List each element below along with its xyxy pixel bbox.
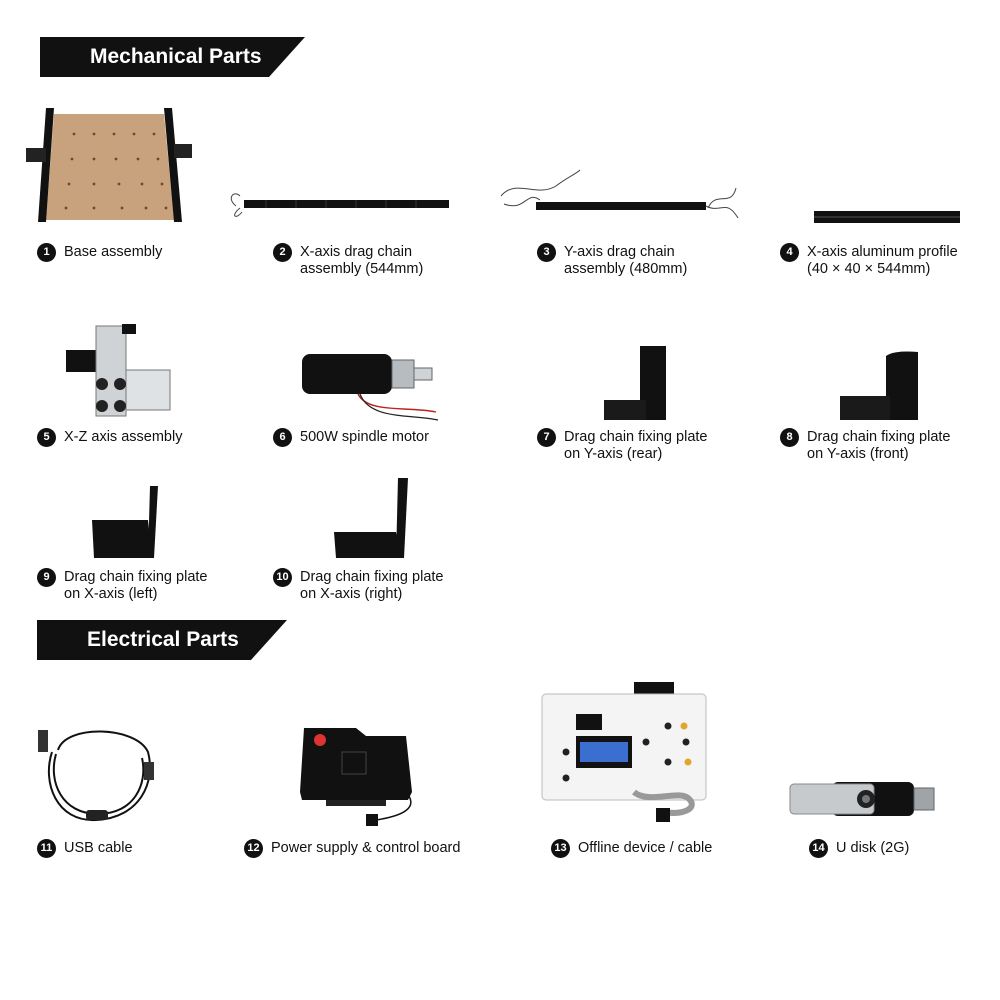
- part-caption: 11 USB cable: [37, 839, 133, 858]
- caption-line: Y-axis drag chain: [564, 244, 675, 260]
- item-number-badge: 5: [37, 428, 56, 447]
- fixing-plate-icon: [90, 484, 164, 562]
- part-caption: 13 Offline device / cable: [551, 839, 713, 858]
- caption-line: on Y-axis (rear): [564, 446, 663, 462]
- part-caption: 14 U disk (2G): [809, 839, 910, 858]
- cnc-base-icon: [24, 104, 194, 226]
- item-number-badge: 12: [244, 839, 263, 858]
- item-number-badge: 10: [273, 568, 292, 587]
- caption-line: (40 × 40 × 544mm): [807, 261, 931, 277]
- drag-chain-icon: [496, 168, 741, 224]
- item-number-badge: 6: [273, 428, 292, 447]
- item-number-badge: 9: [37, 568, 56, 587]
- caption-line: Drag chain fixing plate: [300, 569, 444, 585]
- caption-line: USB cable: [64, 840, 133, 856]
- mechanical-parts-heading: Mechanical Parts: [40, 37, 305, 77]
- item-number-badge: 7: [537, 428, 556, 447]
- caption-line: assembly (544mm): [300, 261, 424, 277]
- item-number-badge: 2: [273, 243, 292, 262]
- item-number-badge: 3: [537, 243, 556, 262]
- caption-line: on X-axis (left): [64, 586, 158, 602]
- caption-line: X-axis aluminum profile: [807, 244, 958, 260]
- part-caption: 4 X-axis aluminum profile(40 × 40 × 544m…: [780, 243, 958, 278]
- part-caption: 5 X-Z axis assembly: [37, 428, 183, 447]
- caption-line: X-Z axis assembly: [64, 429, 183, 445]
- caption-line: on Y-axis (front): [807, 446, 909, 462]
- fixing-plate-icon: [602, 344, 672, 424]
- item-number-badge: 13: [551, 839, 570, 858]
- caption-line: X-axis drag chain: [300, 244, 413, 260]
- caption-line: on X-axis (right): [300, 586, 403, 602]
- electrical-parts-heading: Electrical Parts: [37, 620, 287, 660]
- item-number-badge: 1: [37, 243, 56, 262]
- caption-line: Drag chain fixing plate: [807, 429, 951, 445]
- item-number-badge: 11: [37, 839, 56, 858]
- fixing-plate-icon: [838, 350, 924, 424]
- caption-line: Offline device / cable: [578, 840, 713, 856]
- caption-line: Base assembly: [64, 244, 163, 260]
- usb-drive-icon: [786, 778, 938, 822]
- aluminum-profile-icon: [812, 208, 962, 228]
- part-caption: 1 Base assembly: [37, 243, 163, 262]
- part-caption: 6 500W spindle motor: [273, 428, 429, 447]
- control-board-icon: [296, 722, 420, 830]
- spindle-motor-icon: [298, 350, 440, 430]
- caption-line: Power supply & control board: [271, 840, 461, 856]
- caption-line: 500W spindle motor: [300, 429, 429, 445]
- item-number-badge: 4: [780, 243, 799, 262]
- part-caption: 12 Power supply & control board: [244, 839, 461, 858]
- caption-line: assembly (480mm): [564, 261, 688, 277]
- caption-line: Drag chain fixing plate: [64, 569, 208, 585]
- caption-line: U disk (2G): [836, 840, 910, 856]
- usb-cable-icon: [36, 722, 162, 826]
- drag-chain-icon: [226, 186, 454, 222]
- item-number-badge: 8: [780, 428, 799, 447]
- caption-line: Drag chain fixing plate: [564, 429, 708, 445]
- fixing-plate-icon: [332, 476, 412, 562]
- offline-controller-icon: [538, 680, 712, 830]
- item-number-badge: 14: [809, 839, 828, 858]
- xz-axis-icon: [62, 320, 174, 422]
